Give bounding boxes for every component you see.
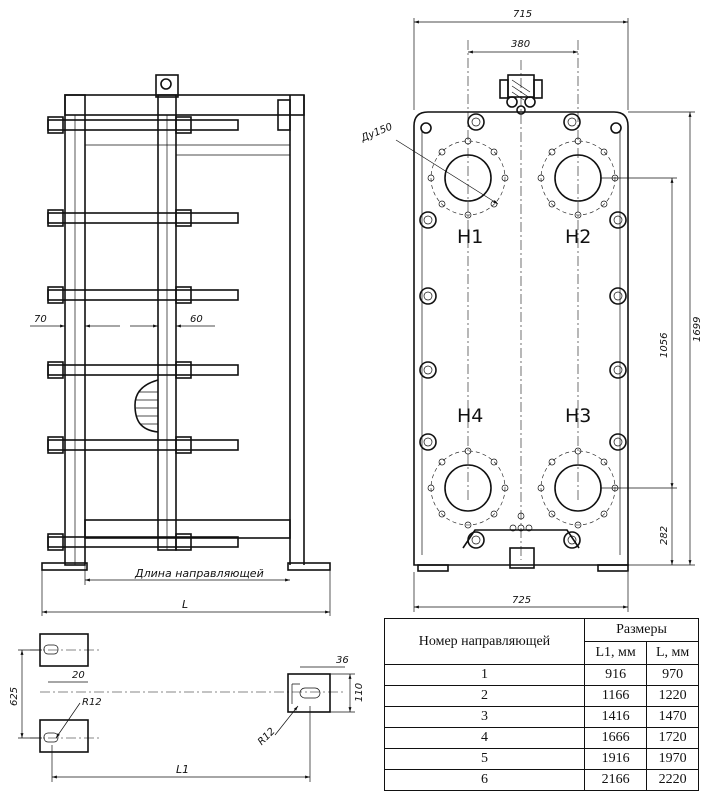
cell: 4	[384, 727, 585, 749]
port-label-h2: H2	[565, 226, 591, 248]
header-text: Номер направляющей	[418, 633, 551, 649]
l1-label: L1	[176, 763, 189, 776]
cell: 3	[384, 706, 585, 728]
cell: 1470	[646, 706, 699, 728]
nozzle-label: Ду150	[359, 122, 394, 145]
port-flanges	[427, 137, 619, 529]
anchor-plate-right	[287, 673, 331, 713]
dim-1056: 1056	[659, 333, 670, 358]
overall-length-label: L	[182, 598, 188, 611]
cell: 2220	[646, 769, 699, 791]
table-header-l1: L1, мм	[583, 641, 648, 665]
top-guide-bar	[64, 94, 305, 116]
radius-right: R12	[256, 726, 278, 748]
port-label-h4: H4	[457, 405, 483, 427]
dim-625: 625	[9, 687, 20, 706]
bottom-guide-bar	[84, 519, 291, 539]
dim-60: 60	[190, 314, 203, 325]
port-label-h3: H3	[565, 405, 591, 427]
dim-70: 70	[34, 314, 47, 325]
dimension-table: Номер направляющей Размеры L1, мм L, мм …	[384, 618, 700, 791]
cell: 1220	[646, 685, 699, 707]
cell: 1416	[583, 706, 648, 728]
table-header-sizes: Размеры	[583, 618, 700, 642]
cell: 1720	[646, 727, 699, 749]
cell: 1	[384, 664, 585, 686]
table-header-guide-number: Номер направляющей	[384, 618, 585, 665]
dim-36: 36	[336, 655, 349, 666]
clamp-bolt-holes	[419, 113, 627, 549]
cell: 1970	[646, 748, 699, 770]
dim-380: 380	[511, 39, 530, 50]
cell: 5	[384, 748, 585, 770]
side-view: 70 60 Длина направляющей L	[30, 74, 331, 616]
cell: 970	[646, 664, 699, 686]
cell: 1166	[583, 685, 648, 707]
dim-282: 282	[659, 526, 670, 545]
table-header-l: L, мм	[646, 641, 699, 665]
cell: 1666	[583, 727, 648, 749]
cell: 6	[384, 769, 585, 791]
dim-1699: 1699	[692, 317, 703, 342]
foundation-plan: 625 20 R12 36 110 R12 L1	[9, 633, 365, 782]
dim-20: 20	[72, 670, 85, 681]
cell: 2166	[583, 769, 648, 791]
port-label-h1: H1	[457, 226, 483, 248]
guide-length-label: Длина направляющей	[134, 567, 264, 580]
tie-bolts	[47, 116, 239, 551]
cell: 916	[583, 664, 648, 686]
dim-725: 725	[512, 595, 531, 606]
front-view: H1 H2 H4 H3 715 380 Ду150 1699 1056 282	[359, 9, 703, 612]
radius-left: R12	[82, 697, 102, 708]
dim-110: 110	[354, 683, 365, 702]
dim-715: 715	[513, 9, 532, 20]
plate-pack	[134, 379, 159, 433]
cell: 1916	[583, 748, 648, 770]
cell: 2	[384, 685, 585, 707]
anchor-plate-left-bottom	[39, 719, 89, 753]
